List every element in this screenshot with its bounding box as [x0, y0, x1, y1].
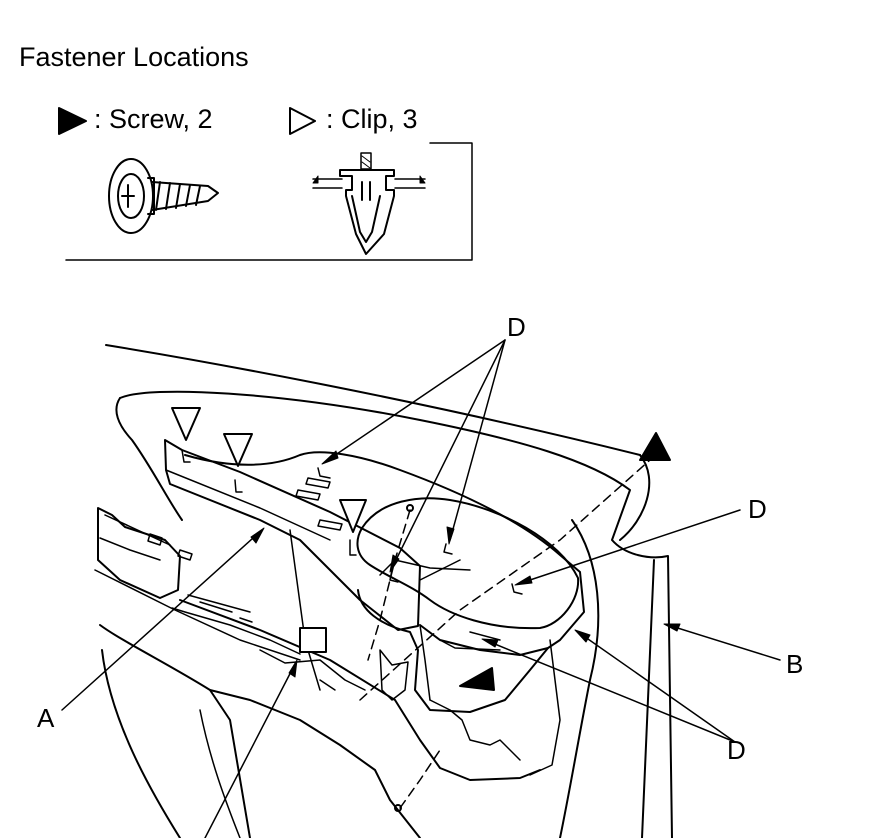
- clip-symbol-icon: [289, 107, 316, 135]
- callout-d-right: D: [748, 494, 767, 524]
- leader-d-right: [517, 509, 741, 585]
- door-lower-curve: [101, 649, 181, 838]
- clip-symbol-icon: [171, 407, 201, 441]
- callout-b: B: [786, 649, 804, 679]
- clip-symbol-icon: [339, 499, 367, 533]
- clip-illustration-icon: [312, 152, 426, 255]
- panel-front-curve: [115, 397, 183, 521]
- pocket-lower-edge: [209, 689, 421, 838]
- screw-symbol-icon: [58, 107, 87, 135]
- screw-illustration-icon: [108, 158, 219, 234]
- armrest-bracket: [164, 439, 421, 631]
- armrest-lower: [357, 589, 549, 713]
- callout-d-bottom: D: [727, 735, 746, 765]
- panel-inner-curve: [559, 519, 600, 838]
- leader-a: [61, 529, 263, 711]
- callout-a: A: [37, 703, 55, 733]
- clip-symbol-icon: [223, 433, 253, 467]
- leader-d-bottom-2: [577, 631, 736, 743]
- door-top-edge: [105, 344, 641, 456]
- door-rear-edge: [619, 454, 651, 541]
- screw-symbol-icon: [459, 667, 495, 691]
- legend-box: [65, 142, 473, 261]
- pocket-rim: [179, 599, 541, 781]
- leader-d-top-3: [391, 339, 506, 569]
- screw-legend-label: : Screw, 2: [94, 104, 213, 134]
- screw-symbol-icon: [639, 432, 671, 461]
- leader-d-top-2: [449, 339, 506, 541]
- panel-edge-line: [641, 559, 655, 838]
- leader-bottom: [204, 663, 296, 838]
- armrest-cup: [356, 497, 580, 630]
- leader-d-bottom-1: [484, 639, 736, 743]
- callout-d-top: D: [507, 312, 526, 342]
- clip-legend-label: : Clip, 3: [326, 104, 418, 134]
- fastener-pad: [299, 627, 327, 653]
- leader-b: [667, 624, 781, 661]
- diagram-title: Fastener Locations: [19, 42, 249, 72]
- armrest-panel: [184, 451, 585, 656]
- leader-d-top-1: [324, 339, 506, 463]
